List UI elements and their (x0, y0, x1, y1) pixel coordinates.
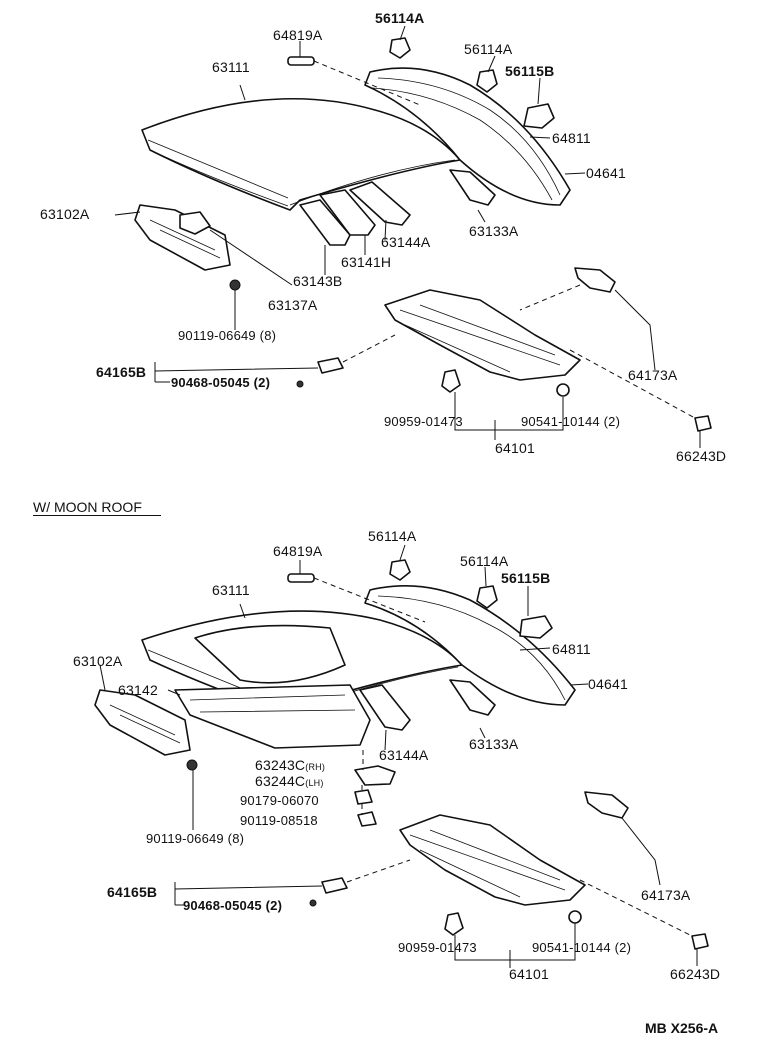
part-63243C: 63243C (255, 757, 306, 773)
label-64101: 64101 (495, 440, 535, 456)
clip-56114A-b (476, 69, 498, 93)
label-90179-06070: 90179-06070 (240, 793, 319, 808)
package-tray-moon (399, 814, 586, 906)
label-64811: 64811 (552, 130, 591, 146)
label-56114A-a-moon: 56114A (368, 528, 417, 544)
tray-clip-90959 (441, 369, 461, 393)
label-63243C: 63243C(RH) (255, 757, 325, 775)
label-63137A: 63137A (268, 297, 318, 313)
label-56115B: 56115B (505, 63, 555, 79)
cap-66243D-moon (691, 933, 709, 950)
label-63111-moon: 63111 (212, 582, 250, 598)
cap-66243D (694, 415, 712, 432)
label-90119-08518: 90119-08518 (240, 813, 318, 828)
clip-64819A-moon (287, 573, 315, 583)
bracket-63137A (179, 211, 211, 235)
label-90541-10144: 90541-10144 (2) (521, 414, 621, 429)
label-63141H: 63141H (341, 254, 392, 270)
package-tray (384, 289, 581, 381)
grommet-90541-moon (568, 910, 582, 924)
drawing-code: MB X256-A (645, 1020, 719, 1036)
bracket-56115B-moon (519, 615, 553, 639)
moon-opening (194, 624, 346, 684)
label-04641: 04641 (586, 165, 626, 181)
clip-64819A (287, 56, 315, 66)
label-63142: 63142 (118, 682, 158, 698)
bracket-56115B (523, 103, 555, 129)
roof-rail-63133A-moon (449, 679, 496, 716)
label-56114A-b-moon: 56114A (460, 553, 509, 569)
part-63244C: 63244C (255, 773, 306, 789)
label-90541-10144-moon: 90541-10144 (2) (532, 940, 632, 955)
label-56114A-b: 56114A (464, 41, 513, 57)
front-header-moon (94, 689, 191, 756)
upper-assembly (114, 25, 712, 448)
label-63144A-moon: 63144A (379, 747, 429, 763)
rear-window-frame-moon (364, 584, 576, 706)
label-63102A: 63102A (40, 206, 90, 222)
lower-assembly (94, 544, 709, 968)
label-63102A-moon: 63102A (73, 653, 123, 669)
grommet-90541 (556, 383, 570, 397)
label-90959-01473-moon: 90959-01473 (398, 940, 477, 955)
label-64165B-moon: 64165B (107, 884, 158, 900)
roof-bow-63141H (319, 189, 376, 236)
label-63144A: 63144A (381, 234, 431, 250)
clip-56114A-a (389, 37, 411, 59)
side-rh: (RH) (305, 762, 326, 772)
section-title-underline (33, 515, 161, 516)
label-04641-moon: 04641 (588, 676, 628, 692)
label-63111: 63111 (212, 59, 250, 75)
label-56114A-a: 56114A (375, 10, 425, 26)
bracket-63243C (354, 765, 396, 786)
label-63143B: 63143B (293, 273, 343, 289)
bracket-64173A (574, 267, 616, 293)
label-56115B-moon: 56115B (501, 570, 551, 586)
label-90119-06649: 90119-06649 (8) (178, 328, 277, 343)
side-lh: (LH) (305, 778, 324, 788)
roof-bow-63144A-moon (359, 684, 411, 731)
sunroof-housing (174, 684, 371, 749)
rear-window-frame (364, 67, 571, 206)
label-90468-05045: 90468-05045 (2) (171, 375, 271, 390)
label-66243D-moon: 66243D (670, 966, 721, 982)
label-63133A: 63133A (469, 223, 519, 239)
roof-bow-63144A (349, 181, 411, 226)
label-63133A-moon: 63133A (469, 736, 519, 752)
nut-90179 (354, 789, 373, 805)
section-title-moon-roof: W/ MOON ROOF (33, 499, 142, 515)
clip-56114A-a-moon (389, 559, 411, 581)
roof-bow-63143B (299, 199, 351, 246)
label-90119-06649-moon: 90119-06649 (8) (146, 831, 245, 846)
label-90468-05045-moon: 90468-05045 (2) (183, 898, 283, 913)
label-64811-moon: 64811 (552, 641, 591, 657)
label-90959-01473: 90959-01473 (384, 414, 463, 429)
bracket-64165B-moon (321, 877, 348, 894)
roof-rail-63133A (449, 169, 496, 206)
label-64101-moon: 64101 (509, 966, 549, 982)
label-63244C: 63244C(LH) (255, 773, 324, 791)
bracket-64173A-moon (584, 791, 629, 819)
label-64173A-moon: 64173A (641, 887, 691, 903)
bolt-90119-08518 (357, 811, 377, 827)
label-64173A: 64173A (628, 367, 678, 383)
bracket-64165B (317, 357, 344, 374)
clip-56114A-b-moon (476, 585, 498, 609)
tray-clip-90959-moon (444, 912, 464, 936)
roof-panel (141, 97, 461, 211)
label-64165B: 64165B (96, 364, 147, 380)
label-66243D: 66243D (676, 448, 727, 464)
label-64819A: 64819A (273, 27, 323, 43)
label-64819A-moon: 64819A (273, 543, 323, 559)
